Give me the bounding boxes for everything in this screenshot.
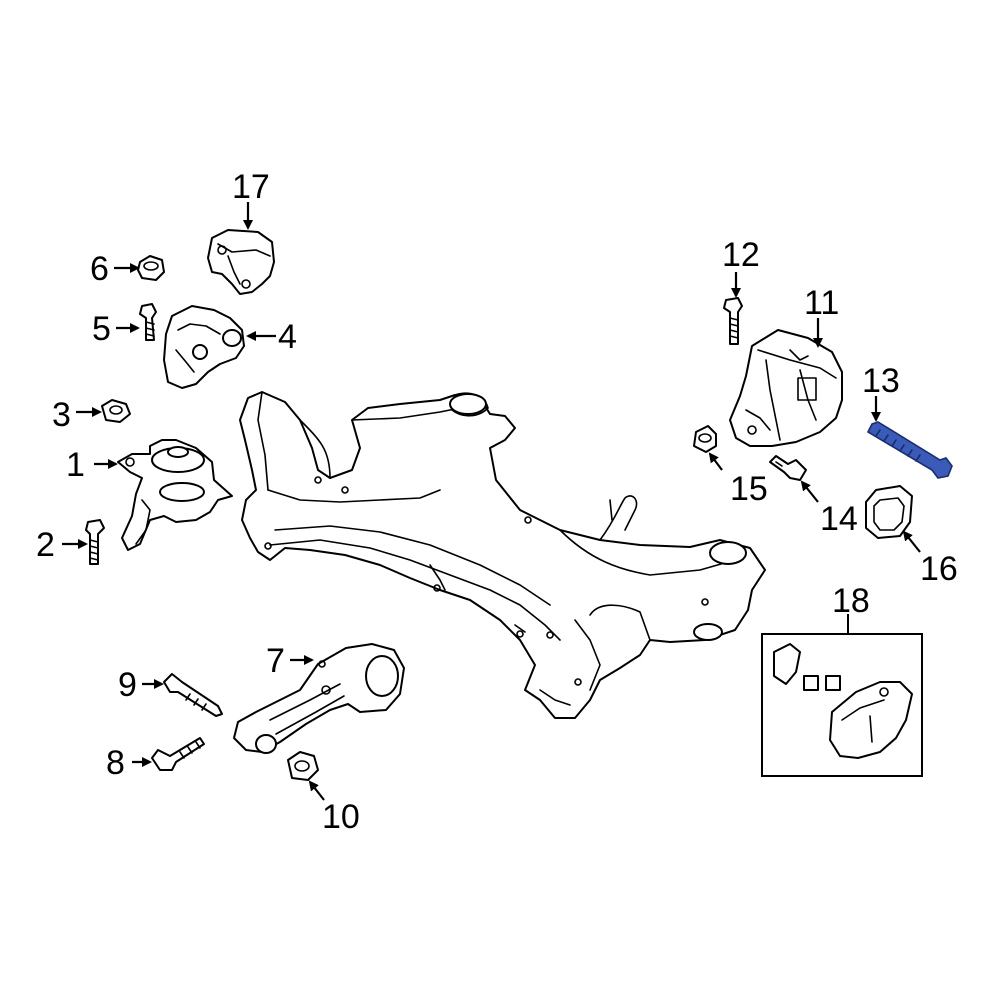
part-6-nut[interactable] [137, 255, 165, 281]
callout-6: 6 [90, 250, 109, 288]
part-1-engine-mount[interactable] [117, 439, 233, 551]
callout-labels: 1 2 3 4 5 6 7 8 9 10 11 12 13 14 15 16 1… [36, 168, 958, 836]
callout-14: 14 [820, 500, 858, 538]
callout-2: 2 [36, 526, 55, 564]
callout-1: 1 [66, 446, 85, 484]
part-13-bolt-highlighted[interactable] [866, 421, 953, 479]
callout-11: 11 [804, 284, 839, 322]
callout-17: 17 [232, 168, 270, 206]
callout-3: 3 [52, 396, 71, 434]
leader-arrows [62, 202, 921, 801]
callout-16: 16 [920, 550, 958, 588]
part-12-bolt[interactable] [723, 297, 743, 345]
callout-5: 5 [92, 310, 111, 348]
callout-13: 13 [862, 362, 900, 400]
part-10-nut[interactable] [287, 751, 319, 781]
part-16-plate[interactable] [865, 485, 913, 539]
part-15-nut[interactable] [693, 425, 717, 453]
part-5-bolt[interactable] [139, 303, 157, 341]
part-4-mount[interactable] [163, 305, 245, 389]
part-2-bolt[interactable] [85, 519, 105, 565]
callout-10: 10 [322, 798, 360, 836]
part-11-mount-bracket[interactable] [729, 329, 843, 447]
callout-4: 4 [278, 318, 297, 356]
part-18-kit-box[interactable] [761, 633, 923, 777]
part-3-nut[interactable] [101, 399, 131, 423]
callout-7: 7 [266, 642, 285, 680]
part-14-bolt[interactable] [769, 455, 807, 481]
callout-8: 8 [106, 744, 125, 782]
part-8-bolt[interactable] [151, 737, 205, 771]
callout-18: 18 [832, 582, 870, 620]
callout-9: 9 [118, 666, 137, 704]
part-7-torque-rod[interactable] [233, 643, 405, 754]
subframe-crossmember [239, 391, 766, 719]
callout-15: 15 [730, 470, 768, 508]
part-9-bolt[interactable] [163, 673, 223, 717]
callout-12: 12 [722, 236, 760, 274]
part-17-bracket[interactable] [207, 229, 275, 295]
